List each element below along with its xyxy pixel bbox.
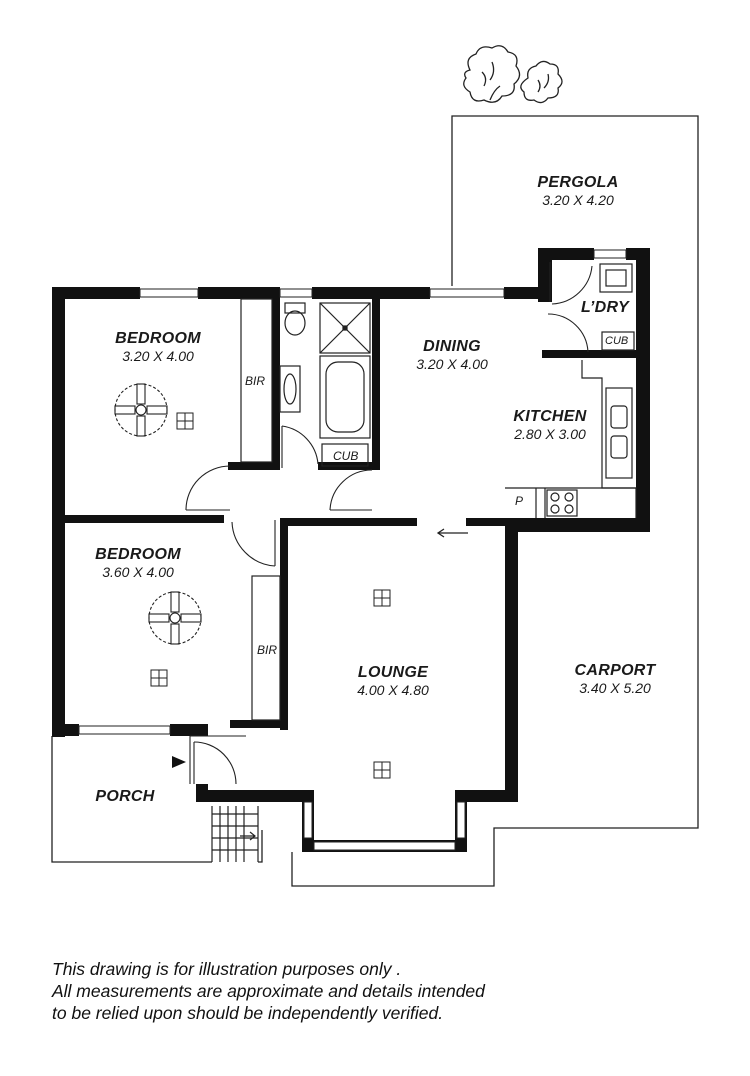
room-name: LOUNGE: [357, 664, 429, 681]
bir-label: BIR: [257, 643, 278, 657]
laundry-tub: [599, 263, 633, 293]
ceiling-fan-icon: [114, 383, 168, 437]
room-name: BEDROOM: [115, 330, 201, 347]
cupboard-label: CUB: [605, 335, 629, 347]
sink-icon: [279, 365, 301, 413]
ceiling-light-icon: [373, 761, 391, 779]
ceiling-fan-icon: [148, 591, 202, 645]
entry-arrow-icon: [172, 756, 186, 768]
room-label-laundry: L’DRY: [570, 299, 640, 317]
toilet-icon: [284, 302, 306, 336]
bir-label: BIR: [245, 374, 266, 388]
ceiling-light-icon: [176, 412, 194, 430]
room-dimensions: 2.80 X 3.00: [514, 426, 586, 443]
windows: [78, 249, 627, 851]
room-label-carport: CARPORT 3.40 X 5.20: [555, 662, 675, 696]
room-label-porch: PORCH: [80, 788, 170, 806]
cupboard: [321, 443, 369, 467]
shower-icon: [319, 302, 371, 354]
room-label-dining: DINING 3.20 X 4.00: [392, 338, 512, 372]
built-in-robe: [240, 298, 281, 721]
room-name: L’DRY: [580, 299, 630, 316]
disclaimer-line: to be relied upon should be independentl…: [52, 1003, 444, 1023]
room-label-bedroom-2: BEDROOM 3.60 X 4.00: [78, 546, 198, 580]
sink-icon: [605, 387, 633, 479]
cupboard: [601, 331, 635, 351]
stairs-icon: [211, 806, 259, 862]
disclaimer-line: This drawing is for illustration purpose…: [52, 959, 402, 979]
room-dimensions: 4.00 X 4.80: [357, 682, 429, 699]
room-label-bedroom-1: BEDROOM 3.20 X 4.00: [98, 330, 218, 364]
bathtub-icon: [319, 355, 371, 439]
room-name: DINING: [423, 338, 481, 355]
room-dimensions: 3.20 X 4.20: [542, 192, 614, 209]
room-label-lounge: LOUNGE 4.00 X 4.80: [333, 664, 453, 698]
room-label-pergola: PERGOLA 3.20 X 4.20: [518, 174, 638, 208]
room-dimensions: 3.20 X 4.00: [122, 348, 194, 365]
pantry-label: P: [515, 494, 524, 508]
stove-icon: [546, 489, 578, 517]
door-icon: [185, 262, 593, 785]
entry-arrow-icon: [436, 528, 468, 538]
room-name: PERGOLA: [537, 174, 619, 191]
room-name: KITCHEN: [513, 408, 587, 425]
ceiling-light-icon: [150, 669, 168, 687]
tree-icon: [520, 60, 563, 104]
room-name: CARPORT: [574, 662, 656, 679]
room-name: PORCH: [95, 788, 155, 805]
ceiling-light-icon: [373, 589, 391, 607]
room-name: BEDROOM: [95, 546, 181, 563]
room-dimensions: 3.40 X 5.20: [579, 680, 651, 697]
cupboard-label: CUB: [333, 449, 359, 463]
room-label-kitchen: KITCHEN 2.80 X 3.00: [490, 408, 610, 442]
tree-icon: [463, 45, 521, 103]
kitchen-bench: [505, 360, 637, 518]
room-dimensions: 3.20 X 4.00: [416, 356, 488, 373]
room-dimensions: 3.60 X 4.00: [102, 564, 174, 581]
outdoor-outline: [51, 115, 699, 887]
disclaimer: This drawing is for illustration purpose…: [52, 958, 652, 1024]
disclaimer-line: All measurements are approximate and det…: [52, 981, 485, 1001]
